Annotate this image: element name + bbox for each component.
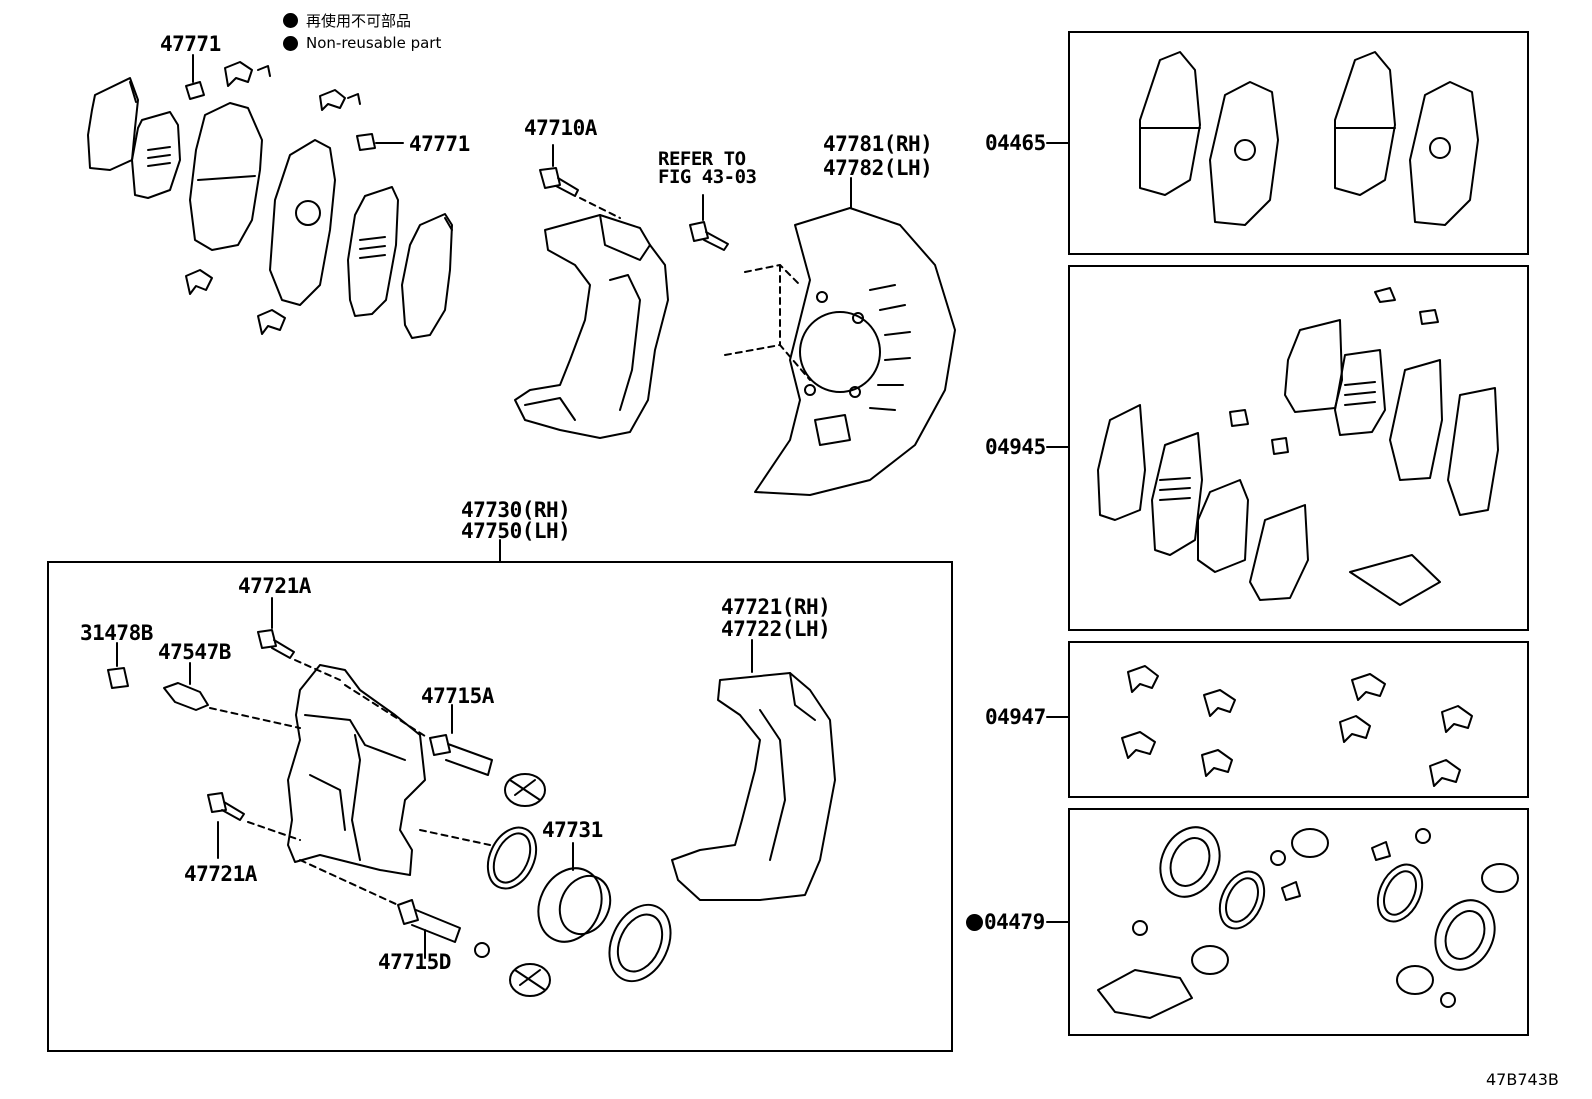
legend-japanese-text: 再使用不可部品 <box>306 12 412 30</box>
drawing-code: 47B743B <box>1486 1070 1559 1089</box>
part-label-47781[interactable]: 47781(RH) <box>823 132 933 156</box>
kit-clips-box <box>1068 641 1529 798</box>
part-label-47722[interactable]: 47722(LH) <box>721 617 831 641</box>
kit-pads-box <box>1068 31 1529 255</box>
mounting-and-cover-drawing <box>514 144 956 496</box>
part-label-47782[interactable]: 47782(LH) <box>823 156 933 180</box>
part-label-47721A-lower[interactable]: 47721A <box>184 862 257 886</box>
part-label-47721A-upper[interactable]: 47721A <box>238 574 311 598</box>
legend-english: Non-reusable part <box>283 34 441 52</box>
kit-seal-box <box>1068 808 1529 1036</box>
non-reusable-dot-icon <box>966 913 983 931</box>
kit-label-04479-wrap[interactable]: 04479 <box>966 911 1045 933</box>
legend-japanese: 再使用不可部品 <box>283 10 411 31</box>
kit-label-04947[interactable]: 04947 <box>985 705 1046 729</box>
kit-seal-drawing <box>1046 826 1519 1019</box>
part-label-47731[interactable]: 47731 <box>542 818 603 842</box>
kit-label-04465[interactable]: 04465 <box>985 131 1046 155</box>
non-reusable-dot-icon <box>283 35 298 51</box>
part-label-47547B[interactable]: 47547B <box>158 640 231 664</box>
part-label-47771-top[interactable]: 47771 <box>160 32 221 56</box>
part-label-47750[interactable]: 47750(LH) <box>461 519 571 543</box>
part-label-47730[interactable]: 47730(RH) <box>461 498 571 522</box>
caliper-assembly-box <box>47 561 953 1052</box>
kit-shims-drawing <box>1046 287 1499 606</box>
part-label-47721[interactable]: 47721(RH) <box>721 595 831 619</box>
part-label-47715A[interactable]: 47715A <box>421 684 494 708</box>
kit-pads-drawing <box>1046 51 1479 226</box>
part-label-47771-right[interactable]: 47771 <box>409 132 470 156</box>
caliper-assembly-drawing <box>107 539 836 997</box>
pad-kit-drawing-top-left <box>87 54 453 339</box>
part-label-31478B[interactable]: 31478B <box>80 621 153 645</box>
kit-label-04945[interactable]: 04945 <box>985 435 1046 459</box>
kit-clips-drawing <box>1046 665 1473 787</box>
legend-english-text: Non-reusable part <box>306 34 442 52</box>
non-reusable-dot-icon <box>283 13 298 28</box>
kit-shims-box <box>1068 265 1529 631</box>
part-label-47715D[interactable]: 47715D <box>378 950 451 974</box>
part-label-47710A[interactable]: 47710A <box>524 116 597 140</box>
refer-label-line1[interactable]: REFER TO <box>658 148 746 170</box>
kit-label-04479: 04479 <box>984 910 1045 934</box>
refer-label-line2[interactable]: FIG 43-03 <box>658 166 757 188</box>
